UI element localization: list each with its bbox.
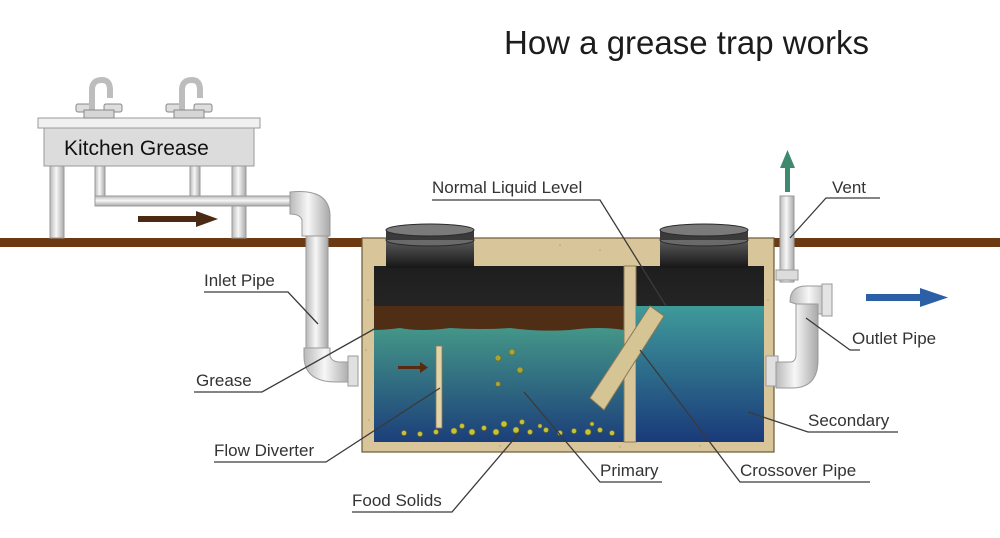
kitchen-sink: Kitchen Grease [37, 76, 306, 239]
diagram-title: How a grease trap works [504, 24, 869, 61]
right-access-cover [659, 223, 749, 268]
outflow-arrow-icon [866, 288, 948, 307]
leader-normal-liquid-level [432, 199, 667, 307]
leader-inlet-pipe [204, 291, 319, 325]
leader-secondary [747, 411, 898, 433]
left-access-cover [385, 223, 475, 268]
leader-food-solids [352, 431, 521, 513]
flow-diverter [435, 345, 443, 429]
ground-left [0, 238, 362, 247]
grease-trap-tank [361, 223, 775, 453]
crossover-pipe [589, 305, 665, 411]
label-secondary: Secondary [808, 411, 890, 430]
leader-outlet-pipe [805, 317, 860, 351]
label-primary: Primary [600, 461, 659, 480]
leader-crossover-pipe [639, 349, 870, 483]
leader-vent [789, 197, 880, 239]
leader-flow-diverter [214, 387, 441, 463]
faucet-left-icon [75, 76, 123, 119]
label-inlet-pipe: Inlet Pipe [204, 271, 275, 290]
vent-pipe [775, 195, 799, 283]
label-food-solids: Food Solids [352, 491, 442, 510]
label-crossover-pipe: Crossover Pipe [740, 461, 856, 480]
outlet-pipe [765, 283, 833, 389]
secondary-chamber-water [636, 306, 764, 442]
label-vent: Vent [832, 178, 866, 197]
ground-right [774, 238, 1000, 247]
faucet-right-icon [165, 76, 213, 119]
label-outlet-pipe: Outlet Pipe [852, 329, 936, 348]
inner-flow-arrow-icon [398, 362, 428, 373]
leader-grease [194, 327, 377, 393]
label-grease: Grease [196, 371, 252, 390]
kitchen-grease-label: Kitchen Grease [64, 137, 209, 160]
floating-particles [494, 348, 524, 387]
leader-primary [523, 391, 662, 483]
label-flow-diverter: Flow Diverter [214, 441, 314, 460]
grease-layer [374, 306, 624, 331]
label-normal-liquid-level: Normal Liquid Level [432, 178, 582, 197]
food-solids-particles [401, 419, 615, 437]
inflow-arrow-icon [138, 211, 218, 227]
primary-chamber-water [374, 312, 624, 442]
vent-arrow-icon [780, 150, 795, 192]
inlet-pipe [289, 190, 359, 387]
